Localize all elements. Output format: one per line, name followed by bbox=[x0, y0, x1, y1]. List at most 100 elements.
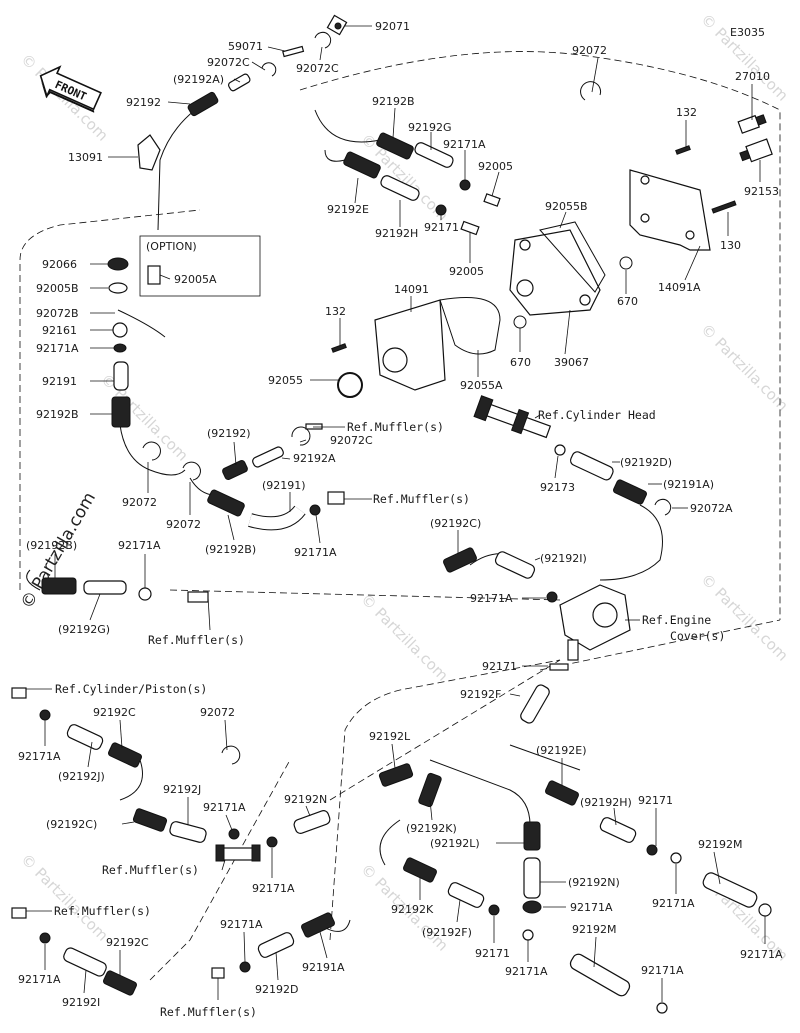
bolt-hole-icon bbox=[640, 213, 650, 223]
part-number-label: 92192 bbox=[126, 96, 161, 109]
clamp-icon bbox=[522, 900, 542, 914]
part-number-label: 92192A bbox=[293, 452, 336, 465]
clamp-icon bbox=[138, 587, 152, 601]
part-number-label: 92055B bbox=[545, 200, 588, 213]
cover-plate-icon bbox=[629, 169, 711, 251]
part-number-label: (92191A) bbox=[663, 478, 714, 491]
spring-hose-icon bbox=[222, 459, 248, 481]
part-number-label: 92005A bbox=[174, 273, 217, 286]
hose-icon bbox=[599, 817, 637, 843]
reference-label: Ref.Muffler(s) bbox=[54, 904, 151, 918]
watermark: © Partzilla.com bbox=[17, 850, 112, 945]
part-number-label: 92192I bbox=[62, 996, 100, 1009]
part-number-label: 92066 bbox=[42, 258, 77, 271]
part-number-label: 92171 bbox=[638, 794, 673, 807]
hose-line bbox=[429, 759, 531, 826]
hose-icon bbox=[63, 947, 107, 977]
washer-icon bbox=[112, 322, 128, 338]
hose-short-icon bbox=[113, 361, 129, 391]
part-number-label: 92171A bbox=[570, 901, 613, 914]
part-number-label: 92171A bbox=[36, 342, 79, 355]
part-number-label: 92072C bbox=[296, 62, 339, 75]
part-number-label: 130 bbox=[720, 239, 741, 252]
plug-icon bbox=[147, 265, 161, 285]
bolt-icon bbox=[711, 200, 737, 214]
tee-fitting-icon bbox=[215, 844, 261, 862]
hose-icon bbox=[569, 451, 614, 481]
boundary-line bbox=[19, 209, 201, 590]
bolt-hole-icon bbox=[640, 175, 650, 185]
clamp-icon bbox=[39, 709, 51, 721]
o-ring-icon bbox=[619, 256, 633, 270]
clamp-icon bbox=[39, 932, 51, 944]
spring-hose-icon bbox=[207, 489, 245, 517]
spring-hose-icon bbox=[343, 151, 381, 179]
watermark: © Partzilla.com bbox=[697, 320, 792, 415]
clip-icon bbox=[654, 498, 672, 516]
part-number-label: 14091A bbox=[658, 281, 701, 294]
part-number-label: 92171A bbox=[740, 948, 783, 961]
cap-icon bbox=[554, 444, 566, 456]
hose-icon bbox=[380, 175, 420, 201]
part-number-label: 92005 bbox=[478, 160, 513, 173]
part-number-label: 92171A bbox=[18, 750, 61, 763]
part-number-label: (92192C) bbox=[46, 818, 97, 831]
pin-icon bbox=[305, 423, 323, 430]
hose-line bbox=[119, 759, 143, 801]
part-number-label: 92192K bbox=[391, 903, 434, 916]
cap-icon bbox=[108, 282, 128, 294]
reference-label: Cover(s) bbox=[670, 629, 725, 643]
hose-line bbox=[509, 744, 581, 771]
reference-label: Ref.Cylinder Head bbox=[538, 408, 656, 422]
bolt-hole-icon bbox=[579, 294, 591, 306]
spring-hose-icon bbox=[418, 772, 442, 808]
part-number-label: 670 bbox=[617, 295, 638, 308]
spring-hose-icon bbox=[301, 912, 335, 938]
option-label: (OPTION) bbox=[146, 240, 197, 253]
boundary-line bbox=[169, 589, 561, 601]
hose-icon bbox=[293, 810, 331, 834]
o-ring-icon bbox=[513, 315, 527, 329]
hose-icon bbox=[66, 724, 104, 750]
part-number-label: 92072 bbox=[166, 518, 201, 531]
hose-line bbox=[26, 569, 41, 591]
hose-icon bbox=[494, 551, 536, 579]
cap-icon bbox=[137, 134, 161, 171]
spring-hose-icon bbox=[132, 808, 168, 832]
part-number-label: 92171 bbox=[475, 947, 510, 960]
boundary-line bbox=[299, 51, 781, 620]
spring-hose-icon bbox=[545, 780, 579, 806]
part-number-label: 92005B bbox=[36, 282, 79, 295]
part-number-label: (92192D) bbox=[620, 456, 672, 469]
watermark: © Partzilla.com bbox=[697, 570, 792, 665]
clip-icon bbox=[117, 309, 166, 338]
part-number-label: 670 bbox=[510, 356, 531, 369]
part-number-label: 92171A bbox=[294, 546, 337, 559]
part-number-label: (92192N) bbox=[568, 876, 620, 889]
clamp-icon bbox=[488, 904, 500, 916]
hose-short-icon bbox=[227, 73, 251, 92]
clip-icon bbox=[142, 441, 161, 461]
part-number-label: 13091 bbox=[68, 151, 103, 164]
spring-hose-icon bbox=[403, 857, 437, 883]
hose-icon bbox=[523, 857, 541, 899]
reference-label: Ref.Muffler(s) bbox=[373, 492, 470, 506]
part-number-label: 92171A bbox=[118, 539, 161, 552]
reference-label: Ref.Cylinder/Piston(s) bbox=[55, 682, 207, 696]
part-number-label: 92192N bbox=[284, 793, 327, 806]
part-number-label: 92072A bbox=[690, 502, 733, 515]
hose-icon bbox=[257, 932, 295, 958]
fitting-icon bbox=[567, 639, 579, 661]
part-number-label: (92191) bbox=[262, 479, 306, 492]
clamp-icon bbox=[546, 591, 558, 603]
o-ring-icon bbox=[337, 372, 363, 398]
port-icon bbox=[382, 347, 408, 373]
part-number-label: 92072B bbox=[36, 307, 79, 320]
part-number-label: (92192L) bbox=[430, 837, 480, 850]
clip-icon bbox=[291, 426, 311, 446]
hose-line bbox=[379, 819, 401, 866]
part-number-label: 92171 bbox=[482, 660, 517, 673]
hose-icon bbox=[252, 446, 284, 468]
part-number-label: (92192F) bbox=[422, 926, 472, 939]
